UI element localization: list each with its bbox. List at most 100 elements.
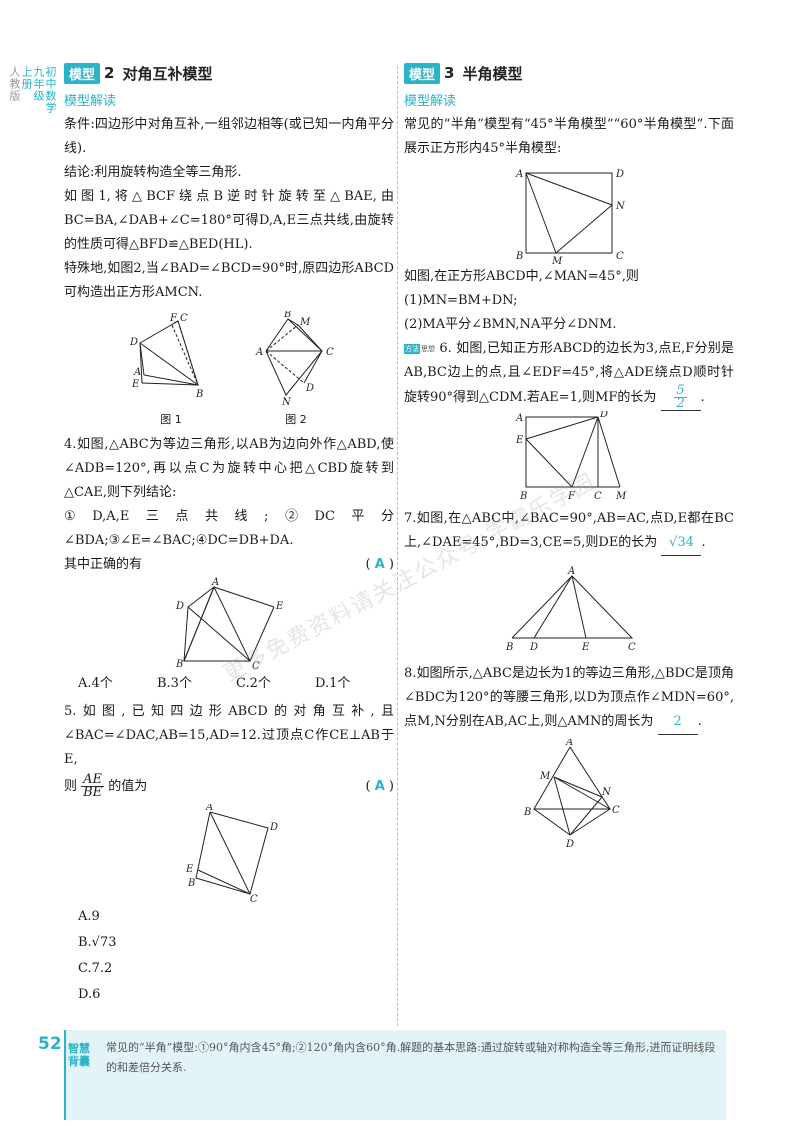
q7-label-C: C <box>628 642 636 653</box>
q4-stem1: 4.如图,△ABC为等边三角形,以AB为边向外作△ABD,使∠ADB=120°,… <box>64 437 394 500</box>
q5-stem2: 则 AE BE 的值为 ( A ) <box>64 772 394 802</box>
q6-label-F: F <box>567 491 576 501</box>
q6-answer-num: 5 <box>674 383 687 398</box>
model3-header: 模型 3 半角模型 <box>404 62 734 84</box>
q8-figure: A M N B C D <box>523 739 620 850</box>
figure-2-caption: 图 2 <box>285 413 307 426</box>
figure-2: B M A C D N 图 2 <box>246 311 346 427</box>
q5-stem2-post: 的值为 <box>108 779 148 794</box>
q5-label-C: C <box>250 894 258 904</box>
model-title: 对角互补模型 <box>122 64 213 83</box>
q7-figure: A B D E C <box>505 566 636 653</box>
q5-answer-paren: ( A ) <box>365 779 395 794</box>
q5-option-a[interactable]: A.9 <box>78 909 100 924</box>
q6-label-A: A <box>515 413 523 424</box>
q5-frac-den: BE <box>83 785 103 800</box>
model-interpretation-heading: 模型解读 <box>64 94 117 109</box>
square-half-angle-figure: A D N B M C <box>515 169 626 265</box>
q4-answer-paren: ( A ) <box>365 557 395 572</box>
model-title: 半角模型 <box>462 64 523 83</box>
sq-label-A: A <box>515 169 523 180</box>
q4-figure: A E D B C <box>175 577 284 672</box>
sq-label-C: C <box>616 251 624 262</box>
q4-label-A: A <box>211 577 219 588</box>
q6-answer-blank: 5 2 <box>660 383 701 411</box>
q5-option-b[interactable]: B.√73 <box>78 935 117 950</box>
q4-option-b[interactable]: B.3个 <box>157 676 192 691</box>
q7-label-B: B <box>505 642 513 653</box>
fig1-label-B: B <box>195 389 203 400</box>
sq-label-N: N <box>615 201 626 212</box>
q4-stem2: ①D,A,E三点共线;②DC平分∠BDA;③∠E=∠BAC;④DC=DB+DA. <box>64 509 394 548</box>
question-6: 方法思想 6. 如图,已知正方形ABCD的边长为3,点E,F分别是AB,BC边上… <box>404 337 734 501</box>
side-strip-grade: 九年级 <box>32 66 45 102</box>
fig1-label-F: F <box>169 313 178 324</box>
q4-stem3: 其中正确的有 ( A ) <box>64 553 394 577</box>
q5-label-D: D <box>269 822 278 833</box>
figure-1-caption: 图 1 <box>160 413 182 426</box>
left-column: 模型 2 对角互补模型 模型解读 条件:四边形中对角互补,一组邻边相等(或已知一… <box>64 62 394 1008</box>
right-column: 模型 3 半角模型 模型解读 常见的“半角”模型有“45°半角模型”“60°半角… <box>404 62 734 854</box>
condition-text: 条件:四边形中对角互补,一组邻边相等(或已知一内角平分线). <box>64 117 394 156</box>
question-5: 5.如图,已知四边形ABCD的对角互补,且∠BAC=∠DAC,AB=15,AD=… <box>64 700 394 1008</box>
q5-figure: A D E B C <box>185 804 278 904</box>
q4-label-D: D <box>175 601 184 612</box>
side-strip-edition: 人教版 <box>8 66 21 102</box>
fig1-label-A: A <box>133 367 141 378</box>
half-angle-item2: (2)MA平分∠BMN,NA平分∠DNM. <box>404 317 617 332</box>
q6-label-E: E <box>515 435 524 446</box>
model-number: 3 <box>444 64 455 82</box>
q8-label-B: B <box>523 807 531 818</box>
figures-1-2: D F C A E B 图 1 B M A C D <box>126 311 394 427</box>
q4-label-E: E <box>275 601 284 612</box>
q7-label-D: D <box>529 642 538 653</box>
q4-option-d[interactable]: D.1个 <box>315 676 351 691</box>
q8-stem-text: 8.如图所示,△ABC是边长为1的等边三角形,△BDC是顶角∠BDC为120°的… <box>404 666 734 729</box>
figure-1-diagram: D F C A E B <box>129 313 203 400</box>
q5-fraction: AE BE <box>81 773 105 800</box>
q5-option-c[interactable]: C.7.2 <box>78 961 113 976</box>
figure-2-diagram: B M A C D N <box>255 311 334 408</box>
q8-stem: 8.如图所示,△ABC是边长为1的等边三角形,△BDC是顶角∠BDC为120°的… <box>404 662 734 735</box>
q7-label-A: A <box>567 566 575 577</box>
half-angle-item1: (1)MN=BM+DN; <box>404 293 518 308</box>
q4-option-c[interactable]: C.2个 <box>236 676 271 691</box>
sq-label-D: D <box>615 169 624 180</box>
wisdom-tip-box: 智慧背囊 常见的“半角”模型:①90°角内含45°角;②120°角内含60°角.… <box>64 1030 726 1120</box>
q5-label-A: A <box>205 804 213 813</box>
explanation-para2: 特殊地,如图2,当∠BAD=∠BCD=90°时,原四边形ABCD可构造出正方形A… <box>64 261 394 300</box>
q6-label-M: M <box>615 491 627 501</box>
q5-option-d[interactable]: D.6 <box>78 987 101 1002</box>
fig1-label-D: D <box>129 337 138 348</box>
q6-answer-fraction: 5 2 <box>674 383 687 410</box>
q5-stem1: 5.如图,已知四边形ABCD的对角互补,且∠BAC=∠DAC,AB=15,AD=… <box>64 704 394 767</box>
q5-answer: A <box>374 779 385 794</box>
fig2-label-A: A <box>255 347 263 358</box>
fig2-label-B: B <box>283 311 291 320</box>
model-interpretation-heading: 模型解读 <box>404 94 457 109</box>
fig1-label-E: E <box>131 379 140 390</box>
fig2-label-C: C <box>326 347 334 358</box>
side-strip-subject: 初中数学 <box>44 66 57 114</box>
q6-stem: 方法思想 6. 如图,已知正方形ABCD的边长为3,点E,F分别是AB,BC边上… <box>404 341 734 411</box>
side-strip-volume: 上册 <box>20 66 33 90</box>
column-divider <box>397 66 398 1026</box>
q5-options: A.9 B.√73 C.7.2 D.6 <box>78 904 394 1008</box>
question-7: 7.如图,在△ABC中,∠BAC=90°,AB=AC,点D,E都在BC上,∠DA… <box>404 507 734 656</box>
half-angle-para: 如图,在正方形ABCD中,∠MAN=45°,则 <box>404 269 639 284</box>
q4-stem3-text: 其中正确的有 <box>64 557 143 572</box>
q8-label-A: A <box>565 739 573 748</box>
q4-option-a[interactable]: A.4个 <box>78 676 113 691</box>
q5-label-B: B <box>187 878 195 889</box>
q8-label-D: D <box>565 839 574 850</box>
model2-header: 模型 2 对角互补模型 <box>64 62 394 84</box>
q7-label-E: E <box>581 642 590 653</box>
q6-label-D: D <box>599 411 608 420</box>
side-strip: 初中数学 九年级 上册 人教版 <box>8 66 57 114</box>
sq-label-M: M <box>551 256 563 265</box>
q6-method-tag: 方法 <box>404 343 420 354</box>
q6-label-C: C <box>594 491 602 501</box>
question-4: 4.如图,△ABC为等边三角形,以AB为边向外作△ABD,使∠ADB=120°,… <box>64 433 394 696</box>
question-8: 8.如图所示,△ABC是边长为1的等边三角形,△BDC是顶角∠BDC为120°的… <box>404 662 734 854</box>
q5-label-E: E <box>185 864 194 875</box>
